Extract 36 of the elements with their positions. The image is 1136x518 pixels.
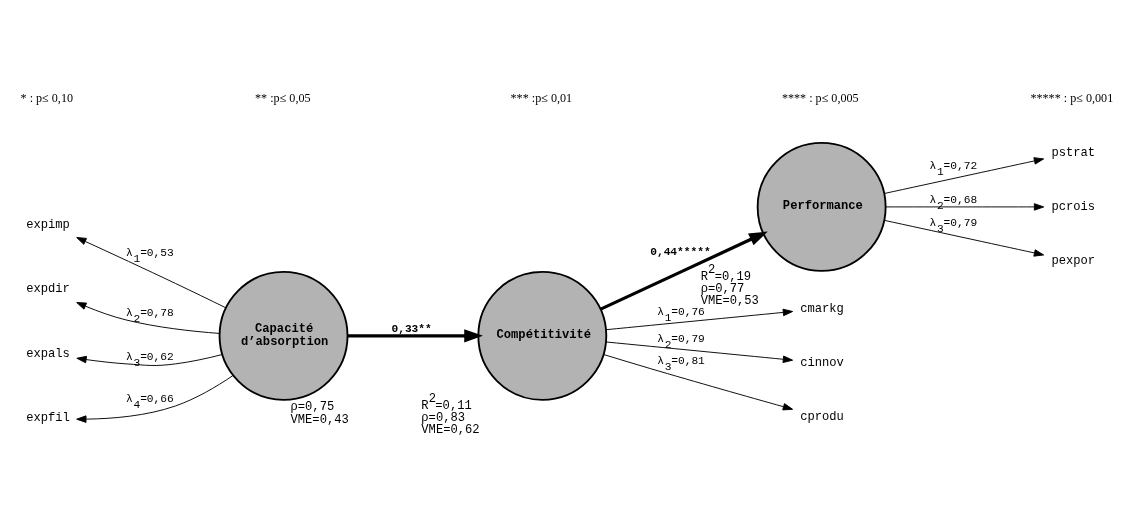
arrow [76,302,220,334]
node-circle: Compétitivité [477,270,608,401]
node-text: expals [26,346,70,361]
label: * : p≤ 0,10 [20,90,74,105]
node-text: pstrat [1051,145,1096,160]
arrow [883,219,1045,257]
arrow [885,203,1045,211]
node-label: ρ=0,77 [700,281,745,296]
arrow [347,329,483,343]
arrow [76,354,223,366]
node-text: pcrois [1051,200,1096,215]
arrow [605,308,794,331]
node-circle: Performance [756,142,887,272]
node-text: expdir [26,282,70,297]
arrow [603,354,794,411]
node-label: ρ=0,75 [290,399,335,414]
label: *** :p≤ 0,01 [510,90,573,105]
label: ** :p≤ 0,05 [255,90,311,105]
arrow [600,231,768,311]
node-text: cinnov [800,356,844,371]
arrow [76,375,234,423]
arrow [76,237,227,309]
edge-label: 0,44***** [650,246,711,259]
node-label: VME=0,43 [290,412,349,427]
arrow [883,157,1045,194]
node-text: cprodu [800,410,844,425]
arrow [605,341,794,363]
edge-label: 0,33** [391,322,432,335]
label: **** : p≤ 0,005 [781,90,859,105]
label: ***** : p≤ 0,001 [1030,90,1114,105]
node-circle: Capacité d’absorption [218,270,349,401]
node-text: expimp [26,217,70,232]
node-label: ρ=0,83 [421,410,465,425]
node-text: cmarkg [800,301,844,316]
node-text: pexpor [1051,254,1096,269]
node-text: expfil [26,411,70,426]
